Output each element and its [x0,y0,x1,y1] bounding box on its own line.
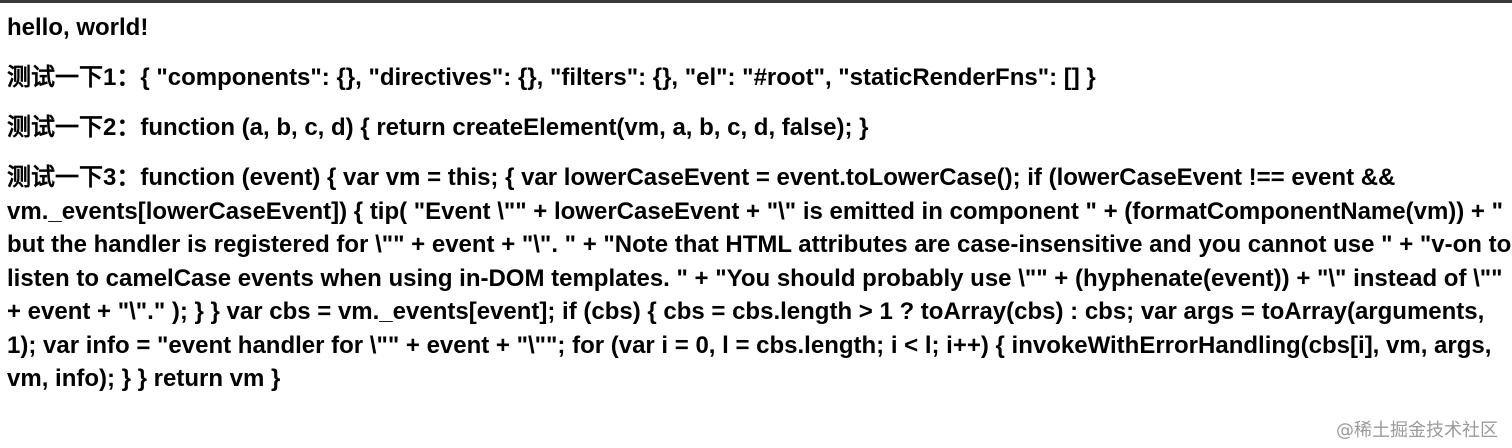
page-content: hello, world! 测试一下1：{ "components": {}, … [7,11,1512,396]
test-output-1: 测试一下1：{ "components": {}, "directives": … [7,64,1096,91]
hello-world-text: hello, world! [7,14,149,41]
test-output-3: 测试一下3：function (event) { var vm = this; … [7,164,1512,392]
test-output-2: 测试一下2：function (a, b, c, d) { return cre… [7,114,869,141]
window-top-border [0,0,1512,3]
juejin-watermark: @稀土掘金技术社区 [1336,420,1498,441]
